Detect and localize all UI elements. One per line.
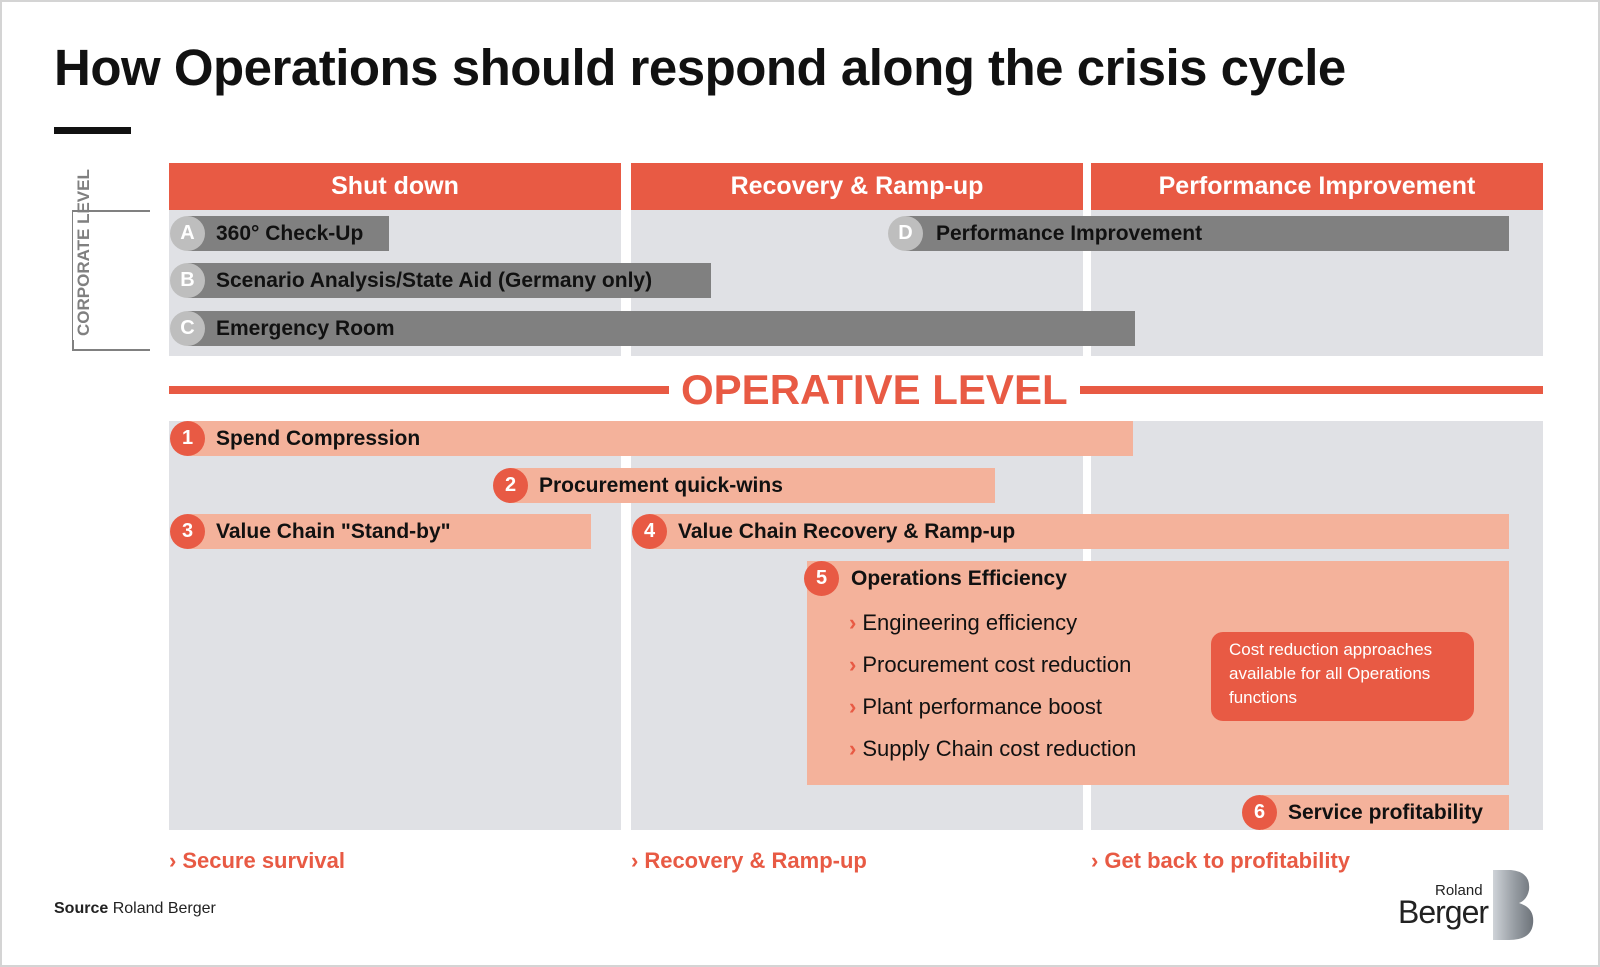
- efficiency-item: ›Engineering efficiency: [849, 608, 1077, 638]
- efficiency-item-label: Procurement cost reduction: [862, 652, 1132, 677]
- cost-reduction-callout: Cost reduction approaches available for …: [1211, 632, 1474, 721]
- efficiency-item: ›Supply Chain cost reduction: [849, 734, 1136, 764]
- outcome-label: Recovery & Ramp-up: [644, 848, 867, 873]
- operative-bar-label: Spend Compression: [216, 426, 421, 450]
- chevron-right-icon: ›: [849, 736, 857, 761]
- badge-d: D: [888, 216, 923, 251]
- badge-2: 2: [493, 468, 528, 503]
- title-underline: [54, 127, 131, 134]
- source-label: Source: [54, 900, 109, 917]
- efficiency-item-label: Engineering efficiency: [862, 610, 1078, 635]
- roland-berger-logo: Roland Berger: [1395, 870, 1535, 940]
- operative-bar-label: Value Chain Recovery & Ramp-up: [678, 519, 1016, 543]
- chevron-right-icon: ›: [1091, 848, 1099, 873]
- chevron-right-icon: ›: [169, 848, 177, 873]
- efficiency-item: ›Procurement cost reduction: [849, 650, 1131, 680]
- corporate-bar-a: 360° Check-Up: [188, 216, 389, 251]
- corporate-bar-b: Scenario Analysis/State Aid (Germany onl…: [188, 263, 711, 298]
- operative-bar-label: Value Chain "Stand-by": [216, 519, 451, 543]
- outcome-label: Get back to profitability: [1104, 848, 1351, 873]
- logo-b-mark-icon: [1493, 870, 1534, 940]
- corporate-bar-label: Scenario Analysis/State Aid (Germany onl…: [216, 268, 653, 292]
- operative-level-label: OPERATIVE LEVEL: [669, 364, 1080, 416]
- corporate-bar-label: Emergency Room: [216, 316, 395, 340]
- chevron-right-icon: ›: [849, 610, 857, 635]
- efficiency-item: ›Plant performance boost: [849, 692, 1102, 722]
- outcome-label: Secure survival: [182, 848, 345, 873]
- operative-bar-6: Service profitability: [1262, 795, 1509, 830]
- source-note: Source Roland Berger: [54, 900, 216, 918]
- phase-header-shut-down: Shut down: [169, 163, 621, 210]
- outcome-recovery: ›Recovery & Ramp-up: [631, 846, 867, 876]
- corporate-bar-c: Emergency Room: [188, 311, 1135, 346]
- operative-bar-label: Operations Efficiency: [851, 566, 1067, 590]
- badge-5: 5: [804, 561, 839, 596]
- badge-3: 3: [170, 514, 205, 549]
- operative-bar-4: Value Chain Recovery & Ramp-up: [650, 514, 1509, 549]
- logo-line-1: Roland: [1435, 882, 1483, 899]
- page-title: How Operations should respond along the …: [54, 39, 1346, 96]
- badge-a: A: [170, 216, 205, 251]
- phase-header-performance: Performance Improvement: [1091, 163, 1543, 210]
- corporate-bar-d: Performance Improvement: [906, 216, 1509, 251]
- efficiency-item-label: Supply Chain cost reduction: [862, 736, 1137, 761]
- corporate-level-label: CORPORATE LEVEL: [73, 169, 121, 340]
- source-value: Roland Berger: [112, 900, 216, 917]
- outcome-secure-survival: ›Secure survival: [169, 846, 345, 876]
- operative-bar-5: Operations Efficiency: [807, 561, 1067, 596]
- operative-bar-label: Service profitability: [1288, 800, 1483, 824]
- logo-line-2: Berger: [1398, 894, 1489, 930]
- badge-1: 1: [170, 421, 205, 456]
- corporate-bar-label: Performance Improvement: [936, 221, 1203, 245]
- efficiency-item-label: Plant performance boost: [862, 694, 1103, 719]
- operative-bar-3: Value Chain "Stand-by": [188, 514, 591, 549]
- outcome-profitability: ›Get back to profitability: [1091, 846, 1350, 876]
- chevron-right-icon: ›: [849, 652, 857, 677]
- corporate-bar-label: 360° Check-Up: [216, 221, 364, 245]
- badge-c: C: [170, 311, 205, 346]
- operative-bar-label: Procurement quick-wins: [539, 473, 783, 497]
- chevron-right-icon: ›: [849, 694, 857, 719]
- badge-4: 4: [632, 514, 667, 549]
- badge-b: B: [170, 263, 205, 298]
- operative-bar-1: Spend Compression: [188, 421, 1133, 456]
- operative-bar-2: Procurement quick-wins: [511, 468, 995, 503]
- phase-header-recovery: Recovery & Ramp-up: [631, 163, 1083, 210]
- badge-6: 6: [1242, 795, 1277, 830]
- chevron-right-icon: ›: [631, 848, 639, 873]
